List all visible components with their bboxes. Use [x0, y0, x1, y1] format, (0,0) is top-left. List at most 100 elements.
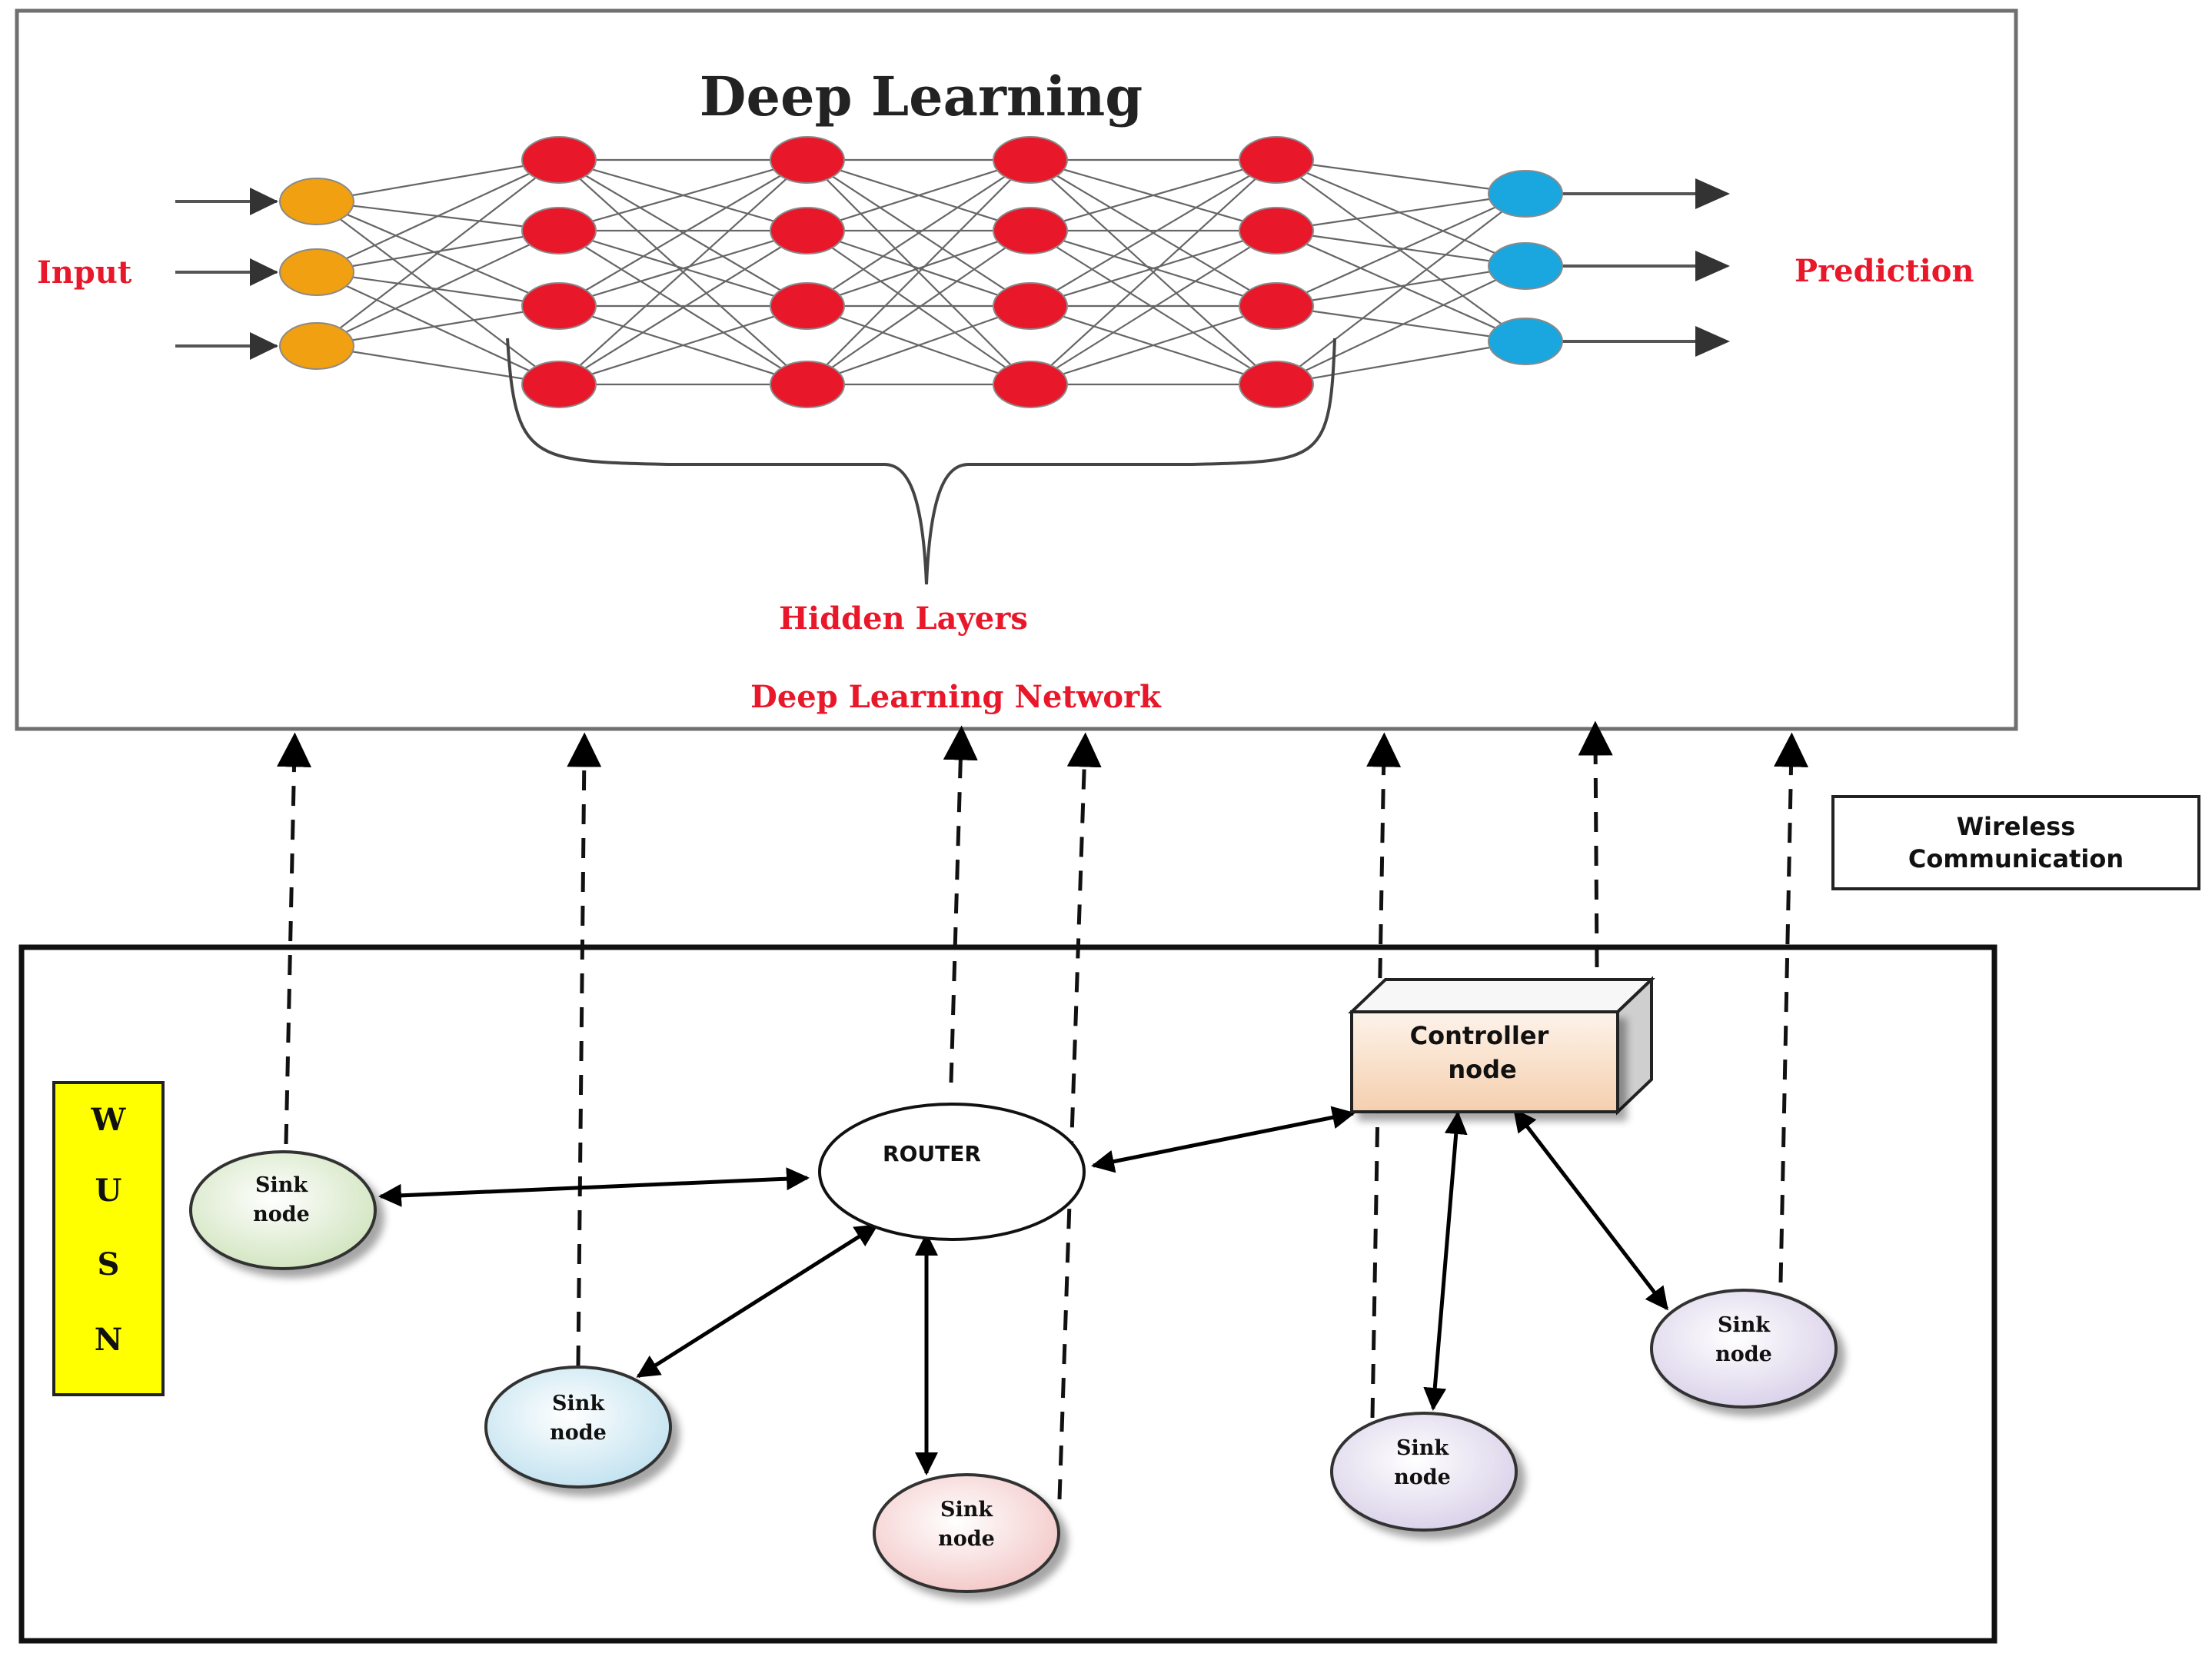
network-edge	[1029, 158, 1277, 232]
link-router-sink-2	[636, 1223, 879, 1379]
network-edge	[1276, 229, 1526, 268]
network-connections	[316, 158, 1526, 386]
router-node	[818, 1103, 1086, 1241]
network-edge	[1029, 229, 1277, 308]
network-edge	[1276, 192, 1526, 308]
network-edge	[558, 230, 808, 385]
deep-learning-title: Deep Learning	[700, 65, 1143, 128]
network-edge	[558, 159, 808, 385]
hidden-neuron-2-1	[521, 136, 597, 184]
hidden-neuron-3-2	[770, 207, 845, 254]
network-edge	[558, 229, 808, 308]
hidden-layers-brace	[506, 338, 1336, 585]
wireless-communication-box	[1831, 795, 2200, 890]
wireless-uplinks	[277, 720, 1809, 1500]
uplink-controller	[1578, 720, 1613, 968]
hidden-neuron-4-3	[993, 282, 1068, 330]
wusn-letter-w: W	[91, 1102, 127, 1138]
hidden-neuron-5-3	[1239, 282, 1314, 330]
sink-node-2-line2: node	[550, 1421, 607, 1445]
output-neuron-6-3	[1488, 318, 1563, 365]
network-edge	[316, 158, 560, 203]
network-edge	[316, 201, 560, 385]
hidden-layers-label: Hidden Layers	[779, 600, 1028, 637]
hidden-neuron-2-2	[521, 207, 597, 254]
network-label: Deep Learning Network	[750, 679, 1162, 715]
link-router-sink-1	[378, 1167, 810, 1207]
uplink-sink-2	[567, 732, 602, 1366]
sink-node-5-line1: Sink	[1718, 1313, 1771, 1337]
network-edge	[1029, 230, 1277, 385]
network-edge	[1276, 304, 1526, 343]
network-edge	[558, 304, 808, 386]
network-edge	[807, 158, 1031, 232]
link-controller-sink-5	[1513, 1108, 1668, 1311]
network-nodes	[279, 136, 1563, 408]
sink-node-2-line1: Sink	[552, 1392, 605, 1415]
sink-node-1: Sink node	[189, 1150, 377, 1270]
network-edge	[1029, 159, 1277, 385]
output-arrows	[1561, 178, 1730, 357]
wusn-label-box	[52, 1081, 165, 1396]
network-edge	[807, 229, 1031, 308]
wireless-line1: Wireless	[1957, 812, 2076, 841]
network-edge	[1276, 158, 1526, 195]
input-neuron-1-3	[279, 322, 354, 370]
hidden-neuron-2-3	[521, 282, 597, 330]
network-edge	[1029, 159, 1277, 307]
sink-node-1-line2: node	[253, 1203, 310, 1226]
output-neuron-6-1	[1488, 170, 1563, 218]
hidden-neuron-4-2	[993, 207, 1068, 254]
input-label: Input	[37, 254, 132, 291]
link-router-controller	[1091, 1106, 1355, 1173]
network-edge	[316, 159, 560, 347]
sink-node-3-line2: node	[938, 1527, 995, 1551]
hidden-neuron-3-3	[770, 282, 845, 330]
sink-node-4-line2: node	[1394, 1465, 1451, 1489]
network-edge	[807, 304, 1031, 386]
router-label: ROUTER	[883, 1141, 981, 1166]
network-edge	[1276, 192, 1526, 232]
network-edge	[316, 230, 560, 347]
sink-node-5-line2: node	[1715, 1342, 1772, 1366]
network-edge	[316, 229, 560, 274]
hidden-neuron-5-2	[1239, 207, 1314, 254]
wusn-letter-u: U	[95, 1173, 122, 1209]
sink-node-3-line1: Sink	[940, 1498, 993, 1522]
hidden-neuron-3-1	[770, 136, 845, 184]
hidden-neuron-4-4	[993, 361, 1068, 408]
network-edge	[807, 159, 1031, 307]
input-neuron-1-2	[279, 248, 354, 296]
uplink-sink-4	[1366, 732, 1402, 1419]
sink-node-3: Sink node	[873, 1473, 1060, 1593]
wusn-letter-n: N	[95, 1322, 123, 1358]
uplink-sink-3	[1057, 732, 1102, 1500]
network-edge	[807, 159, 1031, 385]
network-edge	[1276, 193, 1526, 385]
network-edge	[316, 304, 560, 348]
uplink-sink-5	[1774, 732, 1809, 1283]
network-edge	[1029, 304, 1277, 386]
link-controller-sink-4	[1423, 1111, 1468, 1411]
network-edge	[1276, 264, 1526, 308]
prediction-label: Prediction	[1795, 253, 1974, 289]
hidden-neuron-5-4	[1239, 361, 1314, 408]
wireless-line2: Communication	[1908, 844, 2124, 873]
input-arrows	[175, 188, 278, 360]
hidden-neuron-3-4	[770, 361, 845, 408]
wusn-letter-s: S	[98, 1246, 120, 1282]
uplink-router	[943, 725, 978, 1083]
network-edge	[316, 271, 560, 385]
output-neuron-6-2	[1488, 242, 1563, 290]
network-links	[378, 1106, 1668, 1475]
sink-node-5: Sink node	[1650, 1289, 1838, 1409]
network-edge	[1276, 340, 1526, 386]
sink-node-1-line1: Sink	[255, 1173, 308, 1197]
network-edge	[807, 230, 1031, 385]
sink-node-4: Sink node	[1330, 1412, 1518, 1532]
network-edge	[316, 344, 560, 386]
network-edge	[1276, 265, 1526, 385]
network-edge	[316, 159, 560, 273]
